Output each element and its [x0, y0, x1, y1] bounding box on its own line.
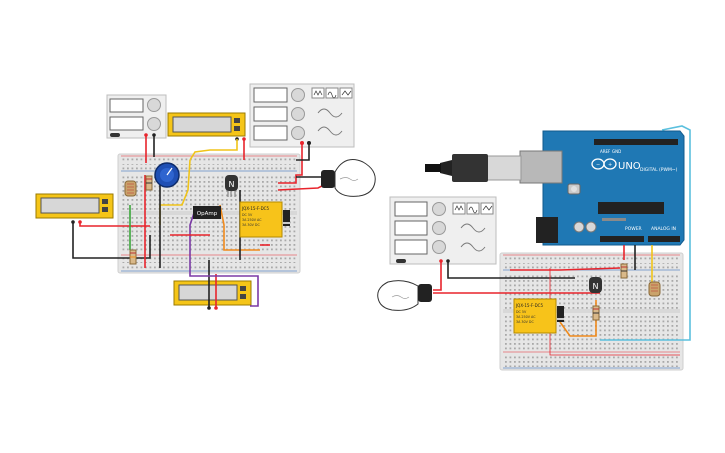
transistor-right-label: N: [593, 282, 599, 291]
function-generator-right[interactable]: [389, 196, 497, 265]
multimeter-bottom-left[interactable]: [173, 280, 252, 310]
resistor-right-1: [620, 263, 628, 279]
photoresistor-right[interactable]: [648, 281, 661, 297]
relay-left-title: JQX-15-F-DC5: [241, 206, 269, 211]
relay-left: JQX-15-F-DC5 DC 5V 3A 250V AC 3A 30V DC: [239, 201, 283, 238]
potentiometer-left[interactable]: [154, 162, 180, 188]
transistor-left: N: [225, 175, 238, 197]
transistor-right: N: [589, 277, 602, 293]
relay-left-line-2: 3A 250V AC: [242, 218, 262, 222]
atmega-chip: [598, 202, 664, 214]
light-bulb-left[interactable]: [321, 159, 376, 197]
relay-right-line-3: 3A 30V DC: [516, 320, 534, 324]
arduino-gnd-label: GND: [612, 149, 621, 154]
opamp-chip-left: OpAmp: [193, 206, 221, 219]
light-bulb-right[interactable]: [377, 280, 432, 311]
opamp-label: OpAmp: [197, 211, 218, 217]
diode-right: [557, 306, 564, 322]
diode-left: [283, 210, 290, 226]
arduino-aref-label: AREF: [600, 149, 611, 154]
arduino-analog-label: ANALOG IN: [651, 226, 676, 232]
resistor-right-2: [592, 305, 600, 321]
relay-right-line-2: 3A 250V AC: [516, 315, 536, 319]
arduino-uno[interactable]: AREF GND DIGITAL (PWM~) − + UNO POWER AN…: [519, 130, 685, 246]
arduino-logo-icon: − +: [591, 158, 617, 170]
relay-right-line-1: DC 5V: [516, 310, 527, 314]
resistor-left-2: [129, 249, 137, 265]
function-generator-left[interactable]: [249, 83, 355, 148]
resistor-left-1: [145, 175, 153, 191]
multimeter-top-left[interactable]: [167, 112, 246, 141]
multimeter-mid-left[interactable]: [35, 193, 114, 224]
relay-right: JQX-15-F-DC5 DC 5V 3A 250V AC 3A 30V DC: [513, 298, 557, 334]
power-jack: [536, 217, 558, 243]
arduino-digital-label: DIGITAL (PWM~): [640, 167, 678, 173]
svg-text:−: −: [596, 162, 600, 168]
relay-left-line-3: 3A 30V DC: [242, 223, 260, 227]
usb-cable-plug: [425, 154, 522, 182]
transistor-left-label: N: [229, 180, 235, 189]
arduino-logo-text: UNO: [618, 161, 641, 172]
relay-left-line-1: DC 5V: [242, 213, 253, 217]
usb-port: [519, 150, 563, 184]
arduino-power-label: POWER: [625, 226, 642, 232]
svg-text:+: +: [608, 162, 612, 168]
power-supply-left[interactable]: [106, 94, 167, 139]
photoresistor-left[interactable]: [124, 180, 137, 197]
relay-right-title: JQX-15-F-DC5: [515, 303, 543, 308]
